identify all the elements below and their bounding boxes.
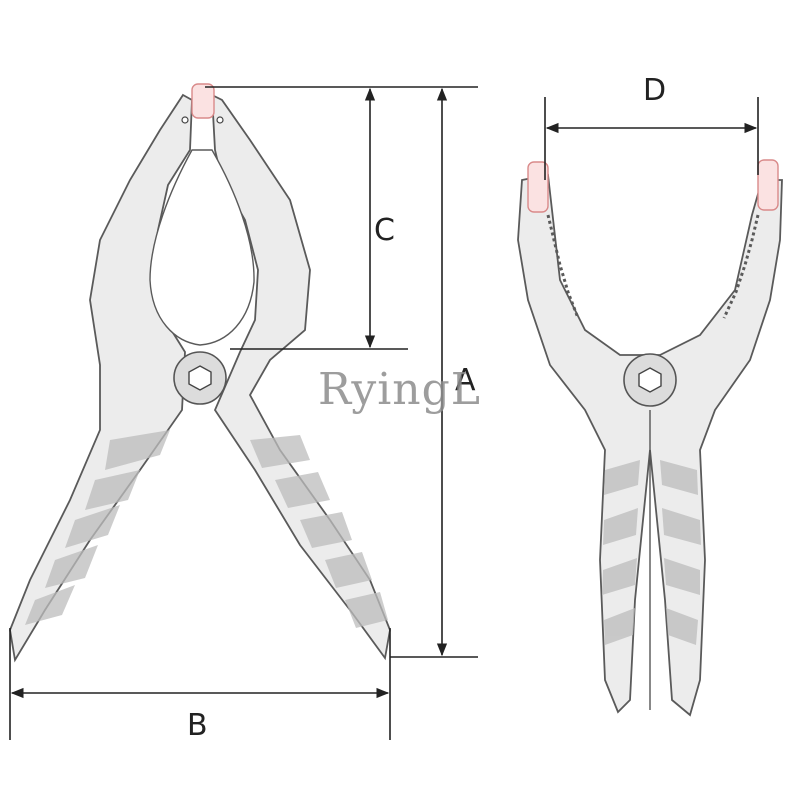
dimension-d-label: D	[643, 73, 666, 108]
open-clamp-tip-pad	[191, 83, 215, 119]
dimension-c: C	[230, 87, 408, 350]
open-clamp-left-arm	[9, 93, 193, 663]
closed-clamp-grip	[602, 460, 701, 645]
dimension-a-label: A	[455, 363, 476, 398]
open-clamp-right-arm	[211, 93, 391, 661]
dimension-b: B	[9, 628, 391, 743]
closed-clamp-left-tip-pad	[527, 161, 549, 213]
watermark: RyingL	[318, 364, 481, 415]
open-clamp-pin-right	[216, 116, 224, 124]
open-clamp-hinge-nut	[188, 365, 212, 391]
closed-clamp-hinge-nut	[638, 367, 662, 393]
dimension-c-label: C	[374, 213, 395, 248]
dimension-a: A	[205, 86, 478, 658]
open-clamp-pin-left	[181, 116, 189, 124]
open-clamp-left-grip	[25, 430, 170, 625]
dimension-d: D	[544, 73, 759, 180]
open-clamp-jaw-opening	[149, 149, 255, 346]
closed-clamp-right-tip-pad	[757, 159, 779, 211]
open-clamp	[9, 83, 391, 663]
closed-clamp	[517, 159, 783, 717]
open-clamp-right-grip	[250, 435, 388, 628]
dimension-b-label: B	[187, 708, 208, 743]
